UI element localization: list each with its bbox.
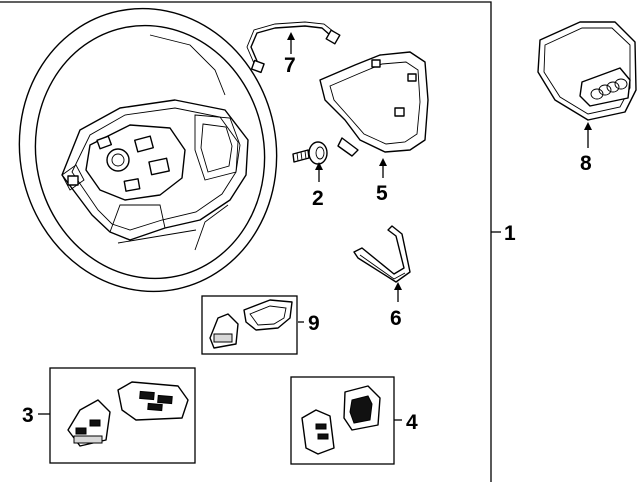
callout-6: 6: [390, 307, 402, 330]
bracket-part: [353, 225, 411, 283]
leader-lines: [38, 32, 592, 421]
box-3: [49, 367, 196, 464]
callout-3: 3: [22, 404, 34, 427]
callout-7: 7: [284, 54, 296, 77]
box-9: [201, 295, 298, 355]
callout-9: 9: [308, 312, 320, 335]
callout-4: 4: [406, 411, 418, 434]
main-assembly-frame: [0, 1, 501, 482]
callout-2: 2: [312, 187, 324, 210]
airbag-module-part: [537, 21, 637, 121]
callout-5: 5: [376, 182, 388, 205]
steering-wheel: [18, 7, 278, 293]
callout-8: 8: [580, 152, 592, 175]
bolt-part: [292, 141, 328, 165]
callout-1: 1: [504, 222, 516, 245]
box-4: [290, 376, 395, 465]
trim-cover-part: [319, 51, 429, 157]
